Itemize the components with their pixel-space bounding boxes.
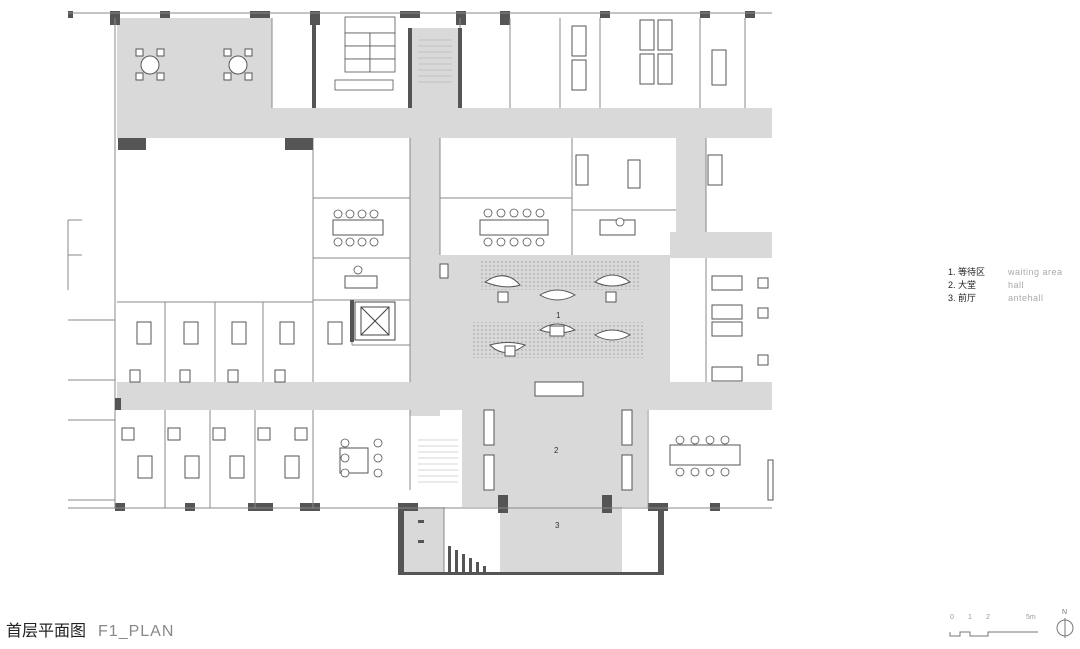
scale-label: 1	[968, 614, 972, 621]
scale-bar-graphic	[949, 631, 1038, 637]
scale-label: 0	[950, 614, 954, 621]
legend-label-en: waiting area	[1008, 267, 1063, 277]
partition-walls	[115, 18, 462, 410]
room-number-1: 1	[556, 311, 561, 320]
restroom-stalls	[334, 16, 396, 91]
lounge-sofas	[439, 263, 632, 357]
left-edge-walls	[67, 219, 115, 501]
legend-label-zh: 1. 等待区	[948, 267, 986, 277]
north-arrow-icon	[1056, 618, 1074, 638]
wall-lines	[68, 12, 772, 572]
plan-title-en: F1_PLAN	[98, 623, 175, 640]
legend-label-zh: 3. 前厅	[948, 293, 977, 303]
round-tables	[135, 48, 253, 81]
meeting-chairs	[333, 208, 730, 478]
room-number-2: 2	[554, 446, 559, 455]
legend: 1. 等待区 waiting area 2. 大堂 hall 3. 前厅 ant…	[948, 266, 1063, 305]
corridor-areas	[117, 18, 772, 573]
room-number-3: 3	[555, 521, 560, 530]
elevator	[354, 301, 396, 341]
north-label: N	[1062, 609, 1068, 616]
entry-steps	[418, 520, 486, 572]
legend-label-en: antehall	[1008, 293, 1044, 303]
scale-label: 5m	[1026, 614, 1036, 621]
legend-item: 3. 前厅 antehall	[948, 292, 1063, 305]
legend-item: 1. 等待区 waiting area	[948, 266, 1063, 279]
office-desks	[121, 19, 774, 501]
legend-label-en: hall	[1008, 280, 1025, 290]
floor-plan: 1 2 3	[67, 11, 774, 575]
scale-label: 2	[986, 614, 990, 621]
staircase-top	[418, 39, 452, 83]
plan-title: 首层平面图 F1_PLAN	[6, 617, 174, 641]
legend-item: 2. 大堂 hall	[948, 279, 1063, 292]
staircase-bottom	[418, 439, 458, 483]
plan-title-zh: 首层平面图	[6, 623, 87, 640]
legend-label-zh: 2. 大堂	[948, 280, 977, 290]
